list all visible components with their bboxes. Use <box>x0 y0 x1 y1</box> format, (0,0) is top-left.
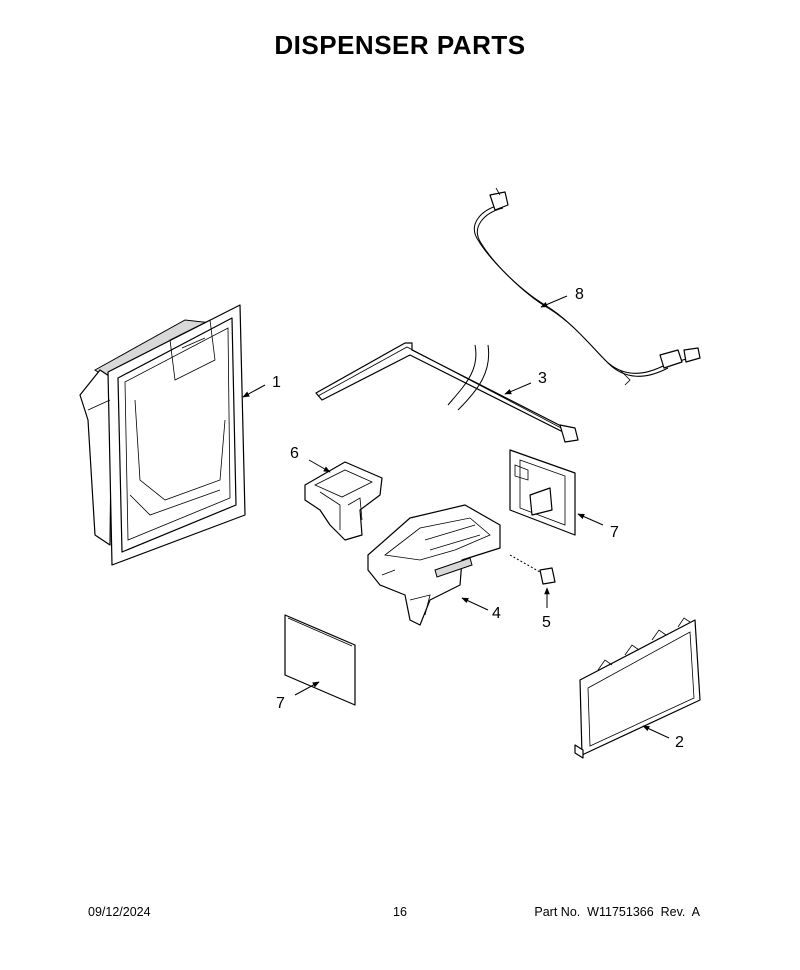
callout-6: 6 <box>290 445 299 462</box>
footer-page-number: 16 <box>393 905 407 919</box>
callout-4: 4 <box>492 605 501 622</box>
callout-3: 3 <box>538 370 547 387</box>
footer-part-number: Part No. W11751366 Rev. A <box>534 905 700 919</box>
water-tube-part <box>315 342 579 443</box>
page-title: DISPENSER PARTS <box>274 30 526 60</box>
callout-2: 2 <box>675 734 684 751</box>
callout-5: 5 <box>542 614 551 631</box>
callout-8: 8 <box>575 286 584 303</box>
wire-harness-part <box>473 187 701 386</box>
callout-7-left: 7 <box>276 695 285 712</box>
dispenser-control-assembly-part <box>367 504 501 626</box>
front-panel-part <box>574 617 701 759</box>
screw-part <box>509 554 556 585</box>
callout-1: 1 <box>272 374 281 391</box>
callout-leaders <box>242 295 670 739</box>
cover-panel-left-part <box>284 614 356 706</box>
actuator-part <box>304 461 383 541</box>
cover-panel-right-part <box>509 449 576 536</box>
callout-7-right: 7 <box>610 524 619 541</box>
dispenser-housing-part <box>79 304 246 566</box>
footer-date: 09/12/2024 <box>88 905 151 919</box>
